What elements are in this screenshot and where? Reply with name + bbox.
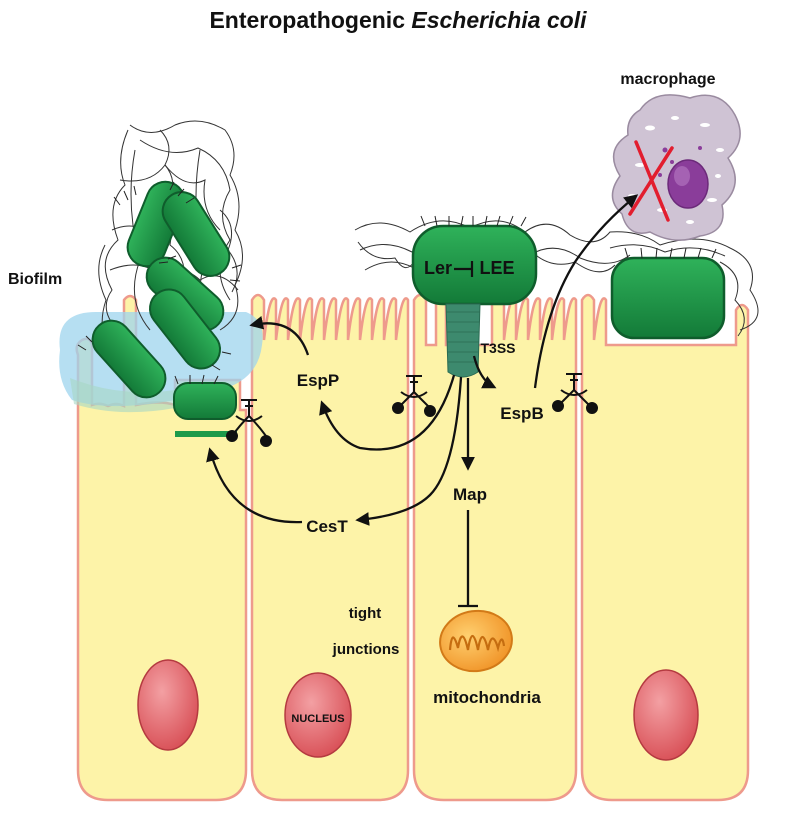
repression-symbol bbox=[454, 261, 474, 277]
biofilm-bacterium-2 bbox=[161, 191, 231, 277]
espb-label: EspB bbox=[500, 404, 543, 423]
macrophage-dots bbox=[658, 146, 702, 177]
nucleus-label: NUCLEUS bbox=[291, 713, 344, 725]
receptors bbox=[226, 373, 598, 447]
macrophage bbox=[611, 94, 741, 241]
biofilm-bacteria bbox=[91, 180, 237, 420]
arrow-t3ss-to-cest bbox=[355, 376, 463, 526]
biofilm-bacterium-5 bbox=[91, 319, 167, 399]
t3ss-label: T3SS bbox=[480, 340, 515, 356]
nucleus-cell-4 bbox=[633, 669, 699, 761]
receptor-2 bbox=[392, 375, 436, 417]
tight-junctions-label-line1: tight bbox=[349, 605, 381, 622]
title-prefix: Enteropathogenic bbox=[209, 7, 411, 33]
arrow-espb-to-macrophage bbox=[533, 194, 639, 389]
mitochondrion bbox=[439, 609, 513, 673]
tight-junctions-label-line2: junctions bbox=[332, 641, 400, 658]
mitochondria-label: mitochondria bbox=[433, 688, 541, 707]
central-bacterium: Ler LEE bbox=[411, 215, 538, 306]
cest-label: CesT bbox=[306, 517, 348, 536]
epithelial-cell-3 bbox=[412, 293, 578, 802]
biofilm-label: Biofilm bbox=[8, 271, 62, 288]
lee-label: LEE bbox=[479, 258, 514, 278]
mitochondrion-cristae bbox=[448, 634, 506, 653]
nuclei bbox=[137, 659, 699, 761]
arrow-t3ss-to-espp bbox=[319, 374, 456, 451]
biofilm-bacterium-4 bbox=[148, 288, 222, 370]
arrow-t3ss-to-espb bbox=[472, 355, 497, 389]
receptor-3 bbox=[552, 373, 598, 414]
ler-label: Ler bbox=[424, 258, 452, 278]
nucleus-cell-2 bbox=[284, 672, 352, 758]
inhibit-map-to-mitochondria bbox=[458, 510, 478, 608]
espp-label: EspP bbox=[297, 371, 340, 390]
macrophage-nucleus-highlight bbox=[674, 166, 690, 186]
macrophage-nucleus bbox=[667, 159, 709, 209]
actin-pedestal bbox=[175, 431, 237, 437]
central-bacterium-flagella bbox=[420, 215, 527, 227]
biofilm-matrix-lower bbox=[70, 378, 175, 413]
pathway-arrows bbox=[206, 194, 639, 608]
macrophage-label: macrophage bbox=[620, 71, 715, 88]
nucleus-cell-1 bbox=[137, 659, 199, 751]
biofilm-flagella-stubs bbox=[77, 181, 242, 385]
right-bacterium bbox=[610, 256, 726, 340]
right-bacterium-flagella bbox=[624, 247, 717, 259]
receptor-1 bbox=[226, 399, 272, 447]
map-label: Map bbox=[453, 485, 487, 504]
t3ss-stripes bbox=[446, 311, 480, 363]
t3ss-needle bbox=[445, 303, 481, 378]
diagram-title: Enteropathogenic Escherichia coli bbox=[209, 7, 587, 33]
macrophage-granules bbox=[628, 116, 724, 224]
epithelial-cell-2 bbox=[250, 293, 410, 802]
epithelial-cells bbox=[75, 293, 750, 802]
arrow-cest-to-pedestal bbox=[206, 447, 303, 524]
arrow-espp-to-biofilm bbox=[249, 315, 310, 356]
attached-bacterium bbox=[173, 382, 237, 420]
title-italic: Escherichia coli bbox=[411, 7, 587, 33]
